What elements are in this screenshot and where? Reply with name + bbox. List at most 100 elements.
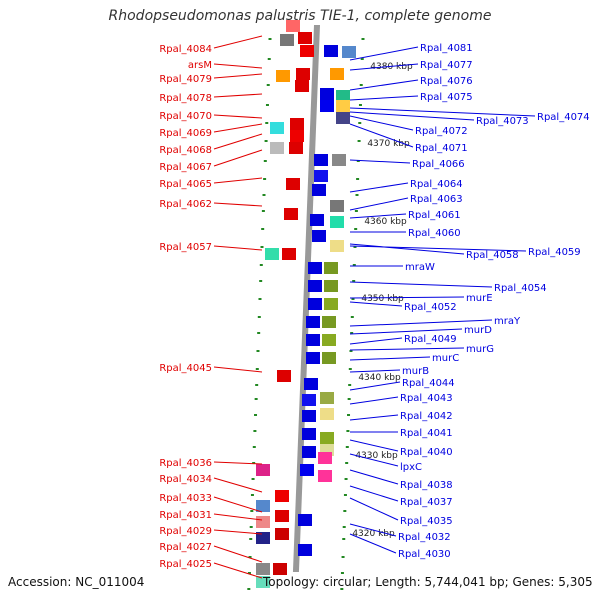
gene-feature-right [322, 334, 336, 346]
scale-tick [354, 228, 358, 230]
leader-line-left [213, 513, 263, 521]
gene-feature-right [330, 240, 344, 252]
gene-feature-right [330, 68, 344, 80]
gene-label-left: Rpal_4025 [159, 559, 212, 570]
scale-tick [258, 298, 262, 300]
scale-tick [254, 414, 258, 416]
scale-tick [256, 350, 260, 352]
leader-line-right [349, 347, 465, 351]
leader-line-left [213, 496, 263, 513]
scale-tick [257, 332, 261, 334]
gene-feature-right [336, 100, 350, 112]
gene-feature-right [330, 200, 344, 212]
gene-feature-right [318, 452, 332, 464]
gene-label-right: murG [466, 344, 494, 355]
gene-label-left: Rpal_4033 [159, 493, 212, 504]
gene-label-right: Rpal_4049 [404, 334, 457, 345]
scale-tick [251, 478, 255, 480]
genome-summary: Topology: circular; Length: 5,744,041 bp… [263, 575, 593, 589]
gene-feature-right [320, 408, 334, 420]
gene-label-right: Rpal_4064 [410, 179, 463, 190]
gene-feature-right [300, 464, 314, 476]
scale-tick [350, 316, 354, 318]
leader-line-left [213, 477, 263, 493]
gene-feature-left [256, 563, 270, 575]
gene-feature-left [270, 122, 284, 134]
leader-line-right [349, 159, 411, 164]
scale-tick [352, 280, 356, 282]
scale-tick [343, 494, 347, 496]
scale-tick [352, 264, 356, 266]
gene-label-right: Rpal_4073 [476, 116, 529, 127]
gene-feature-right [302, 428, 316, 440]
gene-feature-left [284, 208, 298, 220]
scale-label: 4330 kbp [355, 451, 398, 461]
gene-feature-right [302, 446, 316, 458]
gene-label-right: Rpal_4035 [400, 516, 453, 527]
gene-feature-right [324, 298, 338, 310]
gene-label-left: Rpal_4062 [159, 199, 212, 210]
backbone-line [292, 25, 320, 572]
scale-tick [359, 84, 363, 86]
scale-tick [266, 84, 270, 86]
gene-feature-right [312, 230, 326, 242]
gene-feature-left [256, 500, 270, 512]
gene-feature-right [314, 154, 328, 166]
scale-tick [343, 510, 347, 512]
scale-tick [250, 494, 254, 496]
leader-line-right [349, 356, 431, 361]
leader-line-left [213, 461, 263, 465]
scale-tick [247, 588, 251, 590]
scale-tick [254, 398, 258, 400]
leader-line-left [213, 177, 263, 184]
scale-tick [342, 538, 346, 540]
scale-tick [342, 526, 346, 528]
gene-feature-left [256, 516, 270, 528]
gene-feature-left [290, 130, 304, 142]
leader-line-right [349, 497, 399, 521]
leader-line-right [349, 381, 401, 391]
gene-label-right: Rpal_4076 [420, 76, 473, 87]
scale-tick [344, 478, 348, 480]
scale-tick [347, 398, 351, 400]
gene-label-right: Rpal_4081 [420, 43, 473, 54]
gene-label-right: Rpal_4061 [408, 210, 461, 221]
gene-label-left: Rpal_4070 [159, 111, 212, 122]
gene-label-right: Rpal_4071 [415, 143, 468, 154]
scale-label: 4350 kbp [361, 294, 404, 304]
scale-tick [263, 178, 267, 180]
leader-line-right [349, 533, 397, 554]
gene-feature-right [310, 214, 324, 226]
gene-feature-right [324, 262, 338, 274]
gene-feature-left [275, 490, 289, 502]
gene-feature-right [308, 298, 322, 310]
scale-tick [358, 104, 362, 106]
scale-label: 4360 kbp [364, 217, 407, 227]
gene-label-right: Rpal_4074 [537, 112, 590, 123]
leader-line-right [349, 469, 399, 485]
leader-line-left [213, 366, 263, 373]
leader-line-left [213, 35, 263, 49]
gene-feature-right [320, 100, 334, 112]
leader-line-right [349, 63, 419, 71]
leader-line-right [349, 414, 399, 421]
gene-label-left: Rpal_4079 [159, 74, 212, 85]
gene-feature-right [336, 112, 350, 124]
scale-tick [353, 246, 357, 248]
gene-feature-left [280, 34, 294, 46]
scale-tick [348, 384, 352, 386]
scale-tick [247, 572, 251, 574]
gene-feature-left [277, 370, 291, 382]
gene-feature-left [295, 80, 309, 92]
scale-tick [252, 462, 256, 464]
gene-label-left: Rpal_4069 [159, 128, 212, 139]
gene-feature-left [282, 248, 296, 260]
scale-tick [340, 572, 344, 574]
gene-label-left: Rpal_4084 [159, 44, 212, 55]
gene-feature-left [276, 70, 290, 82]
gene-label-right: Rpal_4075 [420, 92, 473, 103]
gene-label-right: lpxC [400, 462, 422, 473]
gene-feature-right [320, 392, 334, 404]
gene-feature-right [308, 262, 322, 274]
gene-feature-right [298, 514, 312, 526]
